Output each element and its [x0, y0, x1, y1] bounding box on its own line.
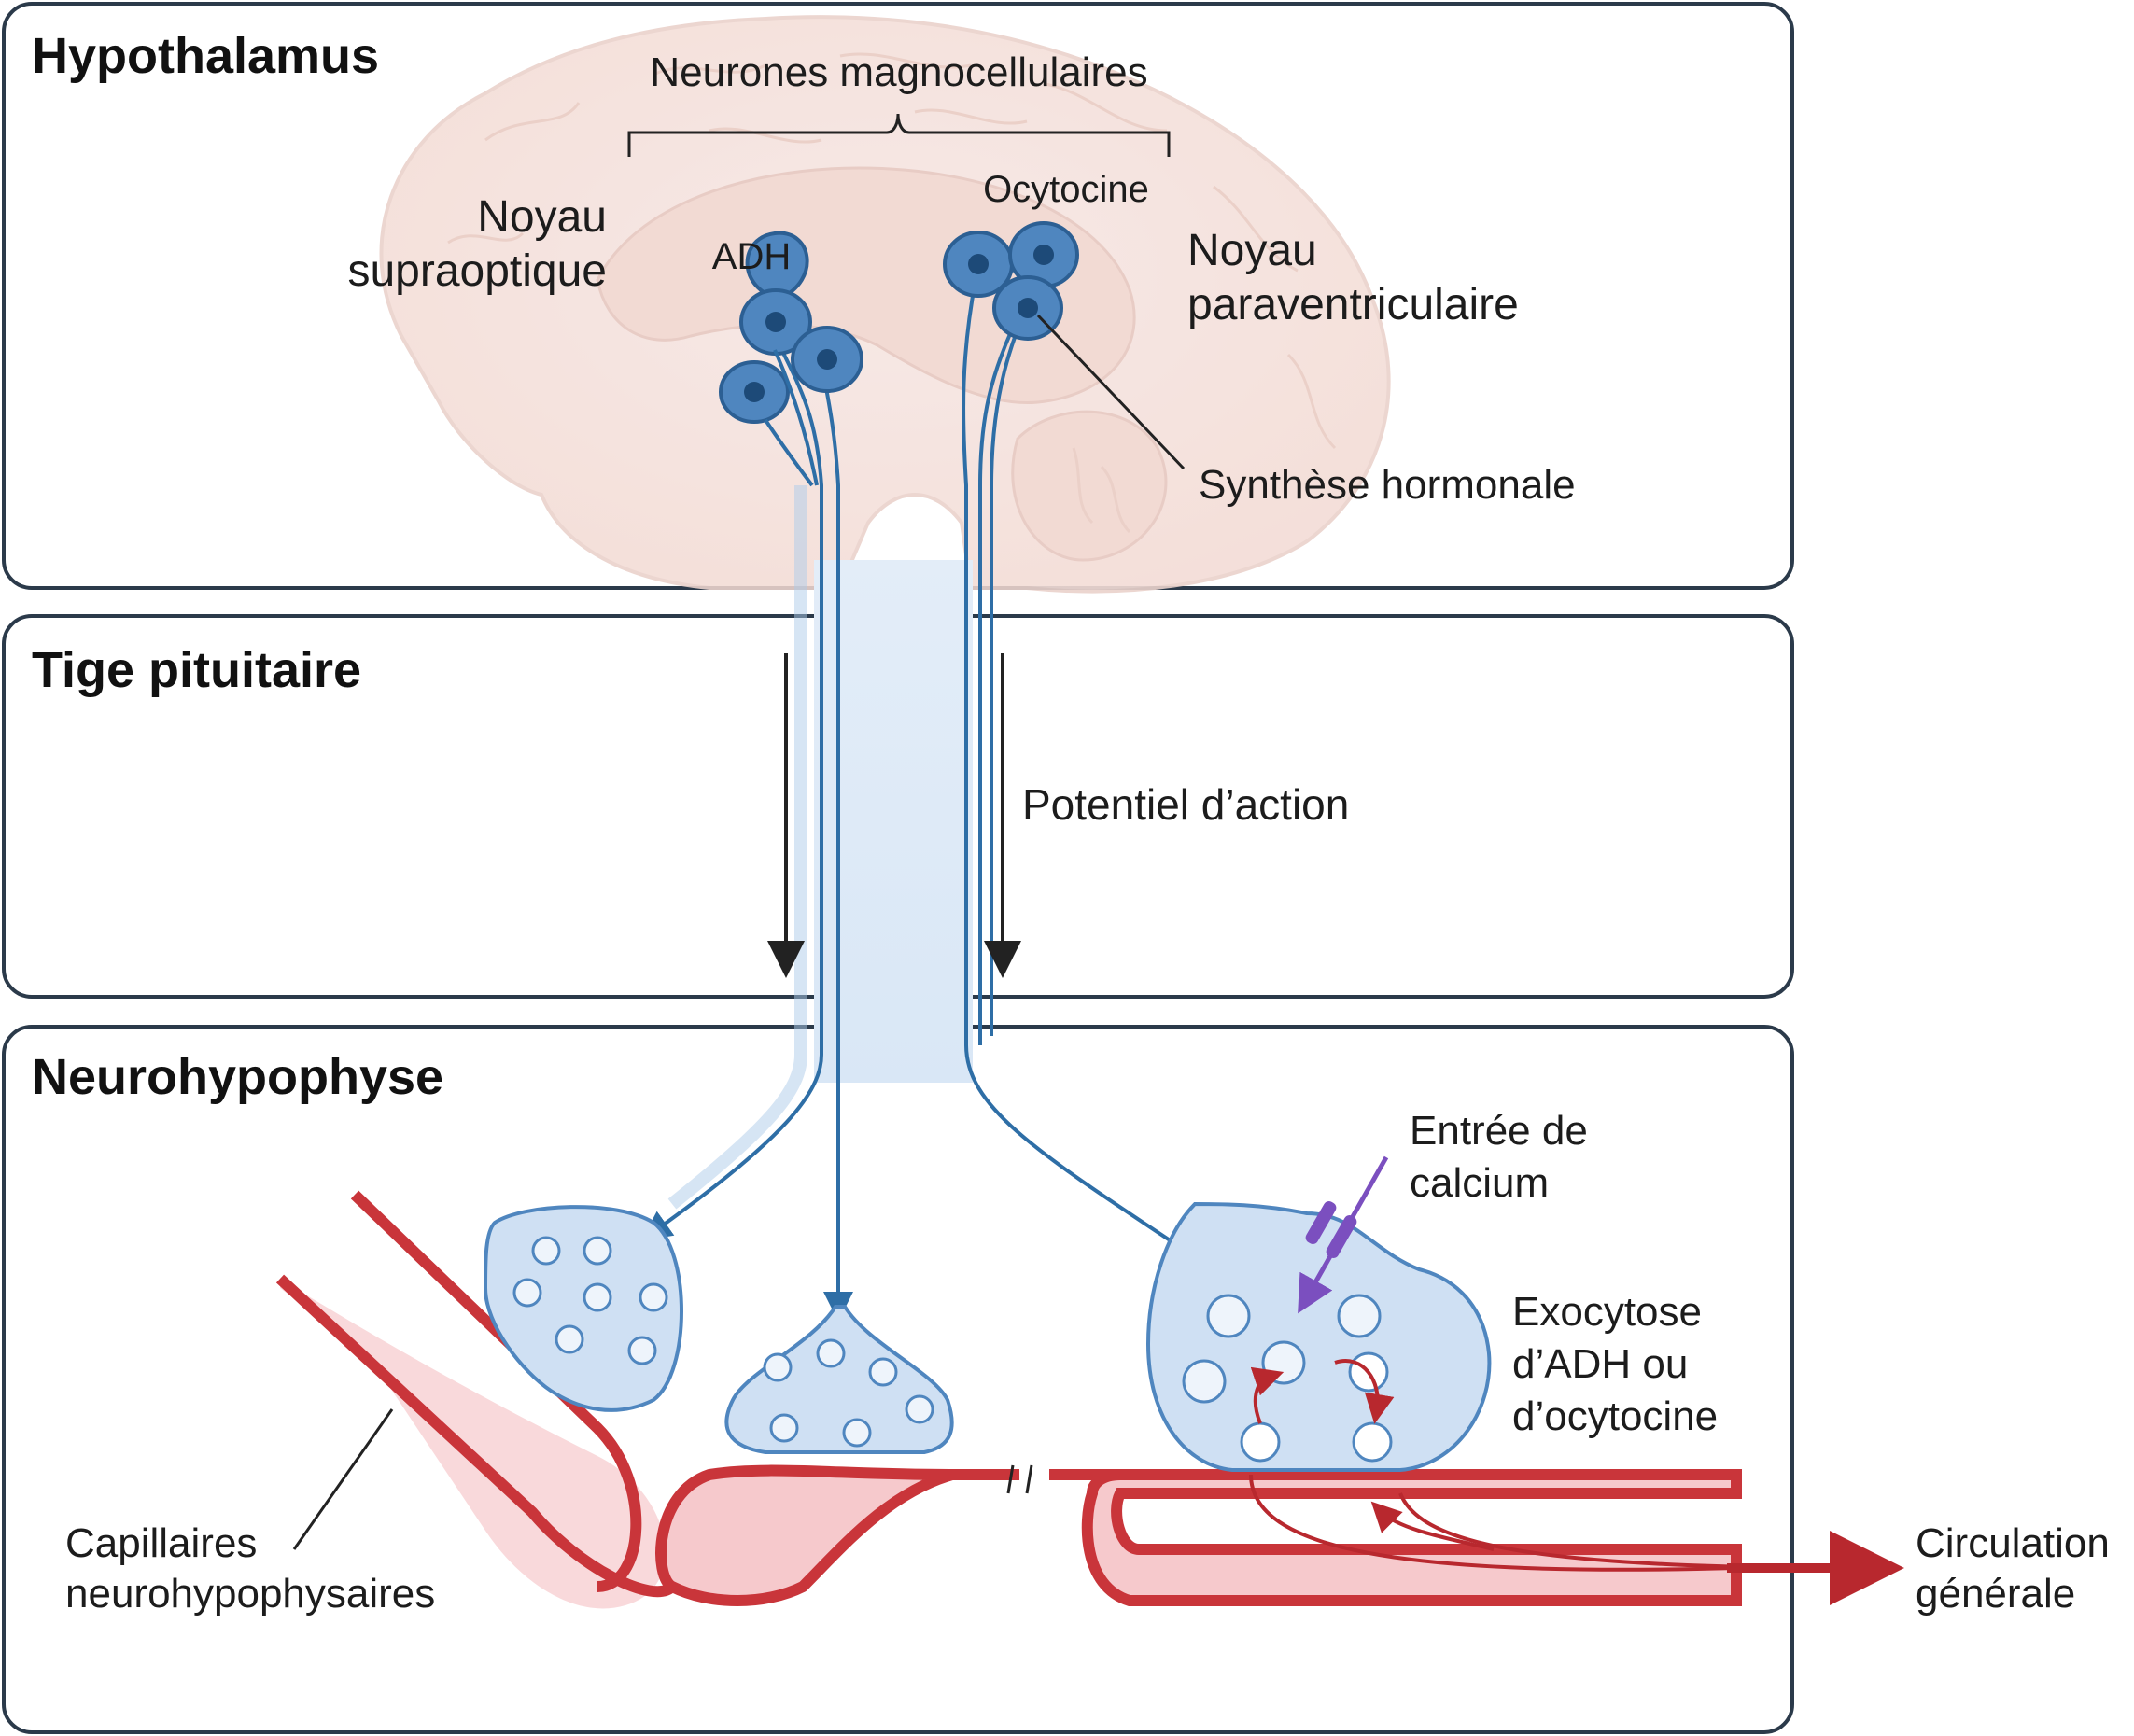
paraventricular-neurons [943, 221, 1079, 341]
axon-terminal-middle [724, 1305, 954, 1454]
label-exocytosis-line3: d’ocytocine [1512, 1393, 1718, 1439]
label-calcium-entry-line2: calcium [1410, 1160, 1549, 1206]
label-capillaries-line1: Capillaires [65, 1520, 257, 1566]
calcium-channel [1298, 1155, 1389, 1314]
magnocellular-bracket [627, 113, 1171, 157]
capillaries-leader-line [292, 1408, 394, 1550]
label-exocytosis-line2: d’ADH ou [1512, 1341, 1688, 1387]
axon-terminal-left [483, 1205, 683, 1412]
section-title-neurohypophysis: Neurohypophyse [32, 1049, 443, 1105]
brain-illustration [379, 15, 1391, 594]
label-circulation-line2: générale [1916, 1571, 2075, 1617]
pituitary-stalk-band [814, 560, 973, 1083]
label-supraoptic-line2: supraoptique [347, 246, 607, 296]
label-oxytocin: Ocytocine [983, 169, 1149, 210]
label-supraoptic-line1: Noyau [477, 192, 607, 242]
label-exocytosis-line1: Exocytose [1512, 1289, 1702, 1335]
section-title-hypothalamus: Hypothalamus [32, 28, 379, 84]
label-capillaries-line2: neurohypophysaires [65, 1571, 435, 1617]
synthesis-leader-line [1036, 314, 1186, 470]
label-calcium-entry-line1: Entrée de [1410, 1108, 1588, 1154]
section-title-pituitary-stalk: Tige pituitaire [32, 642, 361, 698]
supraoptic-neurons [719, 231, 863, 487]
label-paraventricular-line2: paraventriculaire [1187, 280, 1519, 329]
label-action-potential: Potentiel d’action [1022, 780, 1349, 829]
label-circulation-line1: Circulation [1916, 1520, 2110, 1566]
adh-axon-sheath [667, 485, 807, 1210]
label-adh: ADH [712, 236, 791, 277]
exocytosis-arrows [1249, 1359, 1863, 1583]
label-paraventricular-line1: Noyau [1187, 226, 1317, 275]
label-hormone-synthesis: Synthèse hormonale [1199, 462, 1576, 508]
label-magnocellular-neurons: Neurones magnocellulaires [650, 49, 1147, 95]
